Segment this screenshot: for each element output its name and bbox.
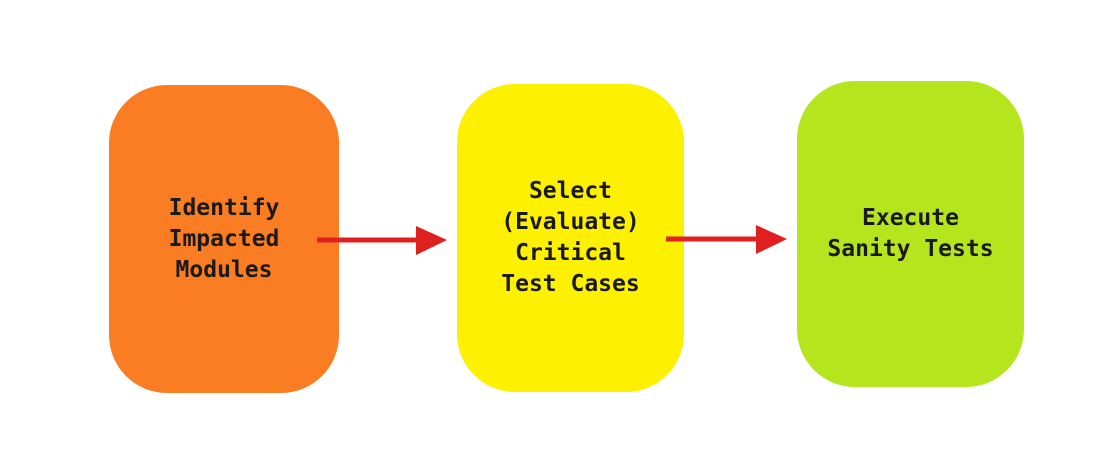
- step-execute-sanity-tests: Execute Sanity Tests: [797, 81, 1024, 387]
- step-3-label: Execute Sanity Tests: [827, 205, 994, 262]
- arrow-step-2-to-step-3: [666, 225, 787, 254]
- step-select-critical-test-cases: Select (Evaluate) Critical Test Cases: [457, 84, 684, 392]
- step-identify-impacted-modules: Identify Impacted Modules: [109, 85, 339, 393]
- step-2-label: Select (Evaluate) Critical Test Cases: [501, 178, 640, 297]
- step-1-label: Identify Impacted Modules: [168, 194, 280, 283]
